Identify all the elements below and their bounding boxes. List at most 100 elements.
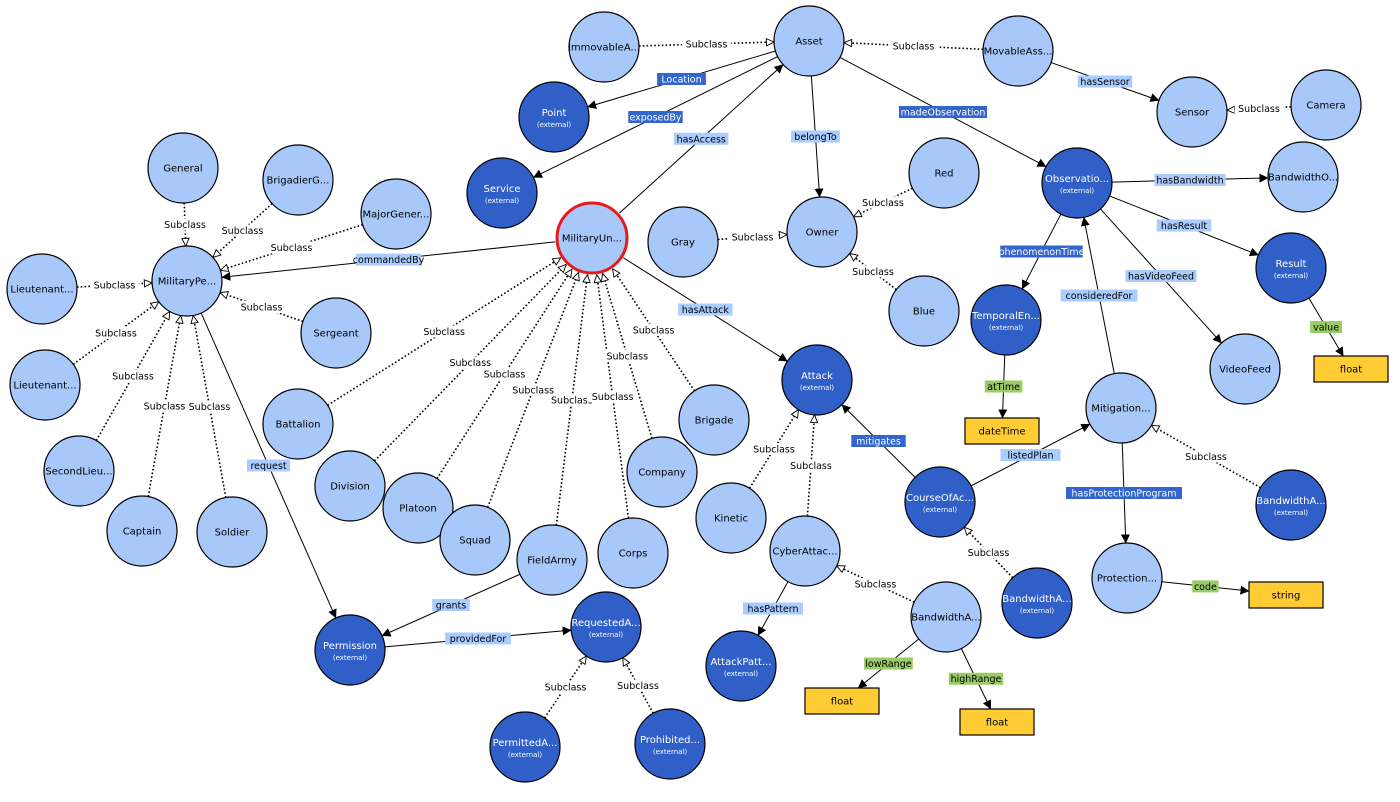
node-course[interactable]: CourseOfAc...(external) [904,466,976,538]
edge-label-asset-to-service[interactable]: exposedBy [628,111,683,124]
node-brigade[interactable]: Brigade [678,384,750,456]
edge-label-platoon-to-military-unit[interactable]: Subclass [480,367,529,381]
edge-label-movable-to-asset[interactable]: Subclass [889,40,938,53]
node-company[interactable]: Company [626,436,698,508]
node-lieutenant2[interactable]: Lieutenant... [9,349,81,421]
node-camera[interactable]: Camera [1290,69,1362,141]
node-requested[interactable]: RequestedA...(external) [570,591,642,663]
edge-label-course-to-mitigation[interactable]: listedPlan [1000,449,1061,462]
node-platoon[interactable]: Platoon [382,472,454,544]
edge-label-movable-to-sensor[interactable]: hasSensor [1077,75,1133,89]
node-attack-pattern[interactable]: AttackPatt...(external) [705,630,777,702]
edge-label-military-unit-to-military-person[interactable]: commandedBy [353,253,425,267]
edge-label-captain-to-military-person[interactable]: Subclass [140,400,189,413]
edge-label-division-to-military-unit[interactable]: Subclass [445,356,495,370]
node-lit-datetime[interactable]: dateTime [964,417,1040,445]
edge-label-observation-to-temporal[interactable]: phenomenonTime [999,245,1085,259]
edge-label-permitted-to-requested[interactable]: Subclass [541,681,590,694]
node-mitigation[interactable]: Mitigation... [1085,372,1157,444]
edge-label-temporal-to-lit-datetime[interactable]: atTime [984,380,1023,393]
edge-label-cyber-to-attack[interactable]: Subclass [786,459,836,473]
edge-label-bandwidth-a-to-lit-float-low[interactable]: lowRange [864,657,913,670]
node-bandwidth-a-ext[interactable]: BandwidthA...(external) [1255,469,1327,541]
node-point[interactable]: Point(external) [518,81,590,153]
edge-label-brigadier-to-military-person[interactable]: Subclass [218,224,267,238]
node-videofeed[interactable]: VideoFeed [1209,333,1281,405]
edge-label-mitigation-to-observation[interactable]: consideredFor [1060,289,1138,303]
node-lit-string[interactable]: string [1248,581,1324,609]
node-prohibited[interactable]: Prohibited...(external) [634,708,706,780]
node-soldier[interactable]: Soldier [196,496,268,568]
node-division[interactable]: Division [314,450,386,522]
node-lieutenant1[interactable]: Lieutenant... [6,253,78,325]
edge-red-to-owner[interactable] [854,187,913,218]
edge-sergeant-to-military-person[interactable] [220,293,304,323]
edge-label-red-to-owner[interactable]: Subclass [858,196,908,210]
node-corps[interactable]: Corps [597,517,669,589]
edge-label-observation-to-result[interactable]: hasResult [1156,219,1212,233]
edge-label-immovable-to-asset[interactable]: Subclass [682,38,731,51]
edge-label-squad-to-military-unit[interactable]: Subclass [508,383,558,397]
node-military-unit[interactable]: MilitaryUn... [555,201,629,275]
node-result[interactable]: Result(external) [1255,232,1327,304]
edge-label-general-to-military-person[interactable]: Subclass [160,218,210,232]
edge-label-blue-to-owner[interactable]: Subclass [848,265,898,279]
node-red[interactable]: Red [908,137,980,209]
node-squad[interactable]: Squad [439,504,511,576]
node-bandwidth-a[interactable]: BandwidthA... [910,581,982,653]
edge-label-bandwidth-a-ext2-to-course[interactable]: Subclass [964,546,1013,560]
edge-label-battalion-to-military-unit[interactable]: Subclass [419,325,469,339]
edge-label-second-lieu-to-military-person[interactable]: Subclass [108,370,158,383]
node-owner[interactable]: Owner [786,196,858,268]
node-captain[interactable]: Captain [106,495,178,567]
edge-label-company-to-military-unit[interactable]: Subclass [602,349,652,363]
node-attack[interactable]: Attack(external) [781,344,853,416]
node-lit-float-low[interactable]: float [804,687,880,715]
node-permission[interactable]: Permission(external) [314,614,386,686]
edge-label-observation-to-videofeed[interactable]: hasVideoFeed [1125,270,1197,283]
edge-label-prohibited-to-requested[interactable]: Subclass [613,679,663,693]
edge-label-sergeant-to-military-person[interactable]: Subclass [237,301,286,314]
edge-label-major-general-to-military-person[interactable]: Subclass [267,241,316,255]
node-battalion[interactable]: Battalion [262,388,334,460]
node-movable[interactable]: MovableAss... [982,15,1054,87]
edge-label-camera-to-sensor[interactable]: Subclass [1234,102,1284,116]
node-second-lieu[interactable]: SecondLieu... [43,435,115,507]
edge-label-kinetic-to-attack[interactable]: Subclass [749,443,799,456]
edge-label-lieutenant2-to-military-person[interactable]: Subclass [91,327,141,340]
node-gray[interactable]: Gray [647,206,719,278]
edge-label-observation-to-bandwidth-o[interactable]: hasBandwidth [1154,174,1226,187]
edge-label-field-army-to-permission[interactable]: grants [432,599,470,612]
edge-label-course-to-attack[interactable]: mitigates [851,435,906,448]
edge-label-military-unit-to-asset[interactable]: hasAccess [674,132,729,146]
node-lit-float-result[interactable]: float [1313,355,1389,383]
edge-lieutenant2-to-military-person[interactable] [72,301,159,365]
edge-label-cyber-to-attack-pattern[interactable]: hasPattern [743,602,803,616]
node-observation[interactable]: Observatio...(external) [1041,147,1113,219]
node-major-general[interactable]: MajorGener... [360,178,432,250]
edge-label-result-to-lit-float-result[interactable]: value [1310,321,1343,334]
node-cyber[interactable]: CyberAttac... [769,515,841,587]
edge-label-asset-to-point[interactable]: Location [657,73,706,86]
node-blue[interactable]: Blue [888,275,960,347]
node-brigadier[interactable]: BrigadierG... [262,144,334,216]
node-kinetic[interactable]: Kinetic [695,482,767,554]
node-lit-float-high[interactable]: float [959,708,1035,736]
edge-label-soldier-to-military-person[interactable]: Subclass [185,400,234,414]
edge-label-brigade-to-military-unit[interactable]: Subclass [629,323,678,337]
edge-label-bandwidth-a-to-cyber[interactable]: Subclass [851,578,900,591]
edge-label-gray-to-owner[interactable]: Subclass [728,231,777,244]
edge-label-bandwidth-a-to-lit-float-high[interactable]: highRange [948,672,1004,686]
edge-lieutenant1-to-military-person[interactable] [76,283,152,288]
node-field-army[interactable]: FieldArmy [516,524,588,596]
edge-label-protection-to-lit-string[interactable]: code [1192,580,1219,593]
node-bandwidth-a-ext2[interactable]: BandwidthA...(external) [1001,567,1073,639]
edge-label-bandwidth-a-ext-to-mitigation[interactable]: Subclass [1181,450,1231,464]
node-military-person[interactable]: MilitaryPe... [151,245,223,317]
edge-label-lieutenant1-to-military-person[interactable]: Subclass [90,279,139,292]
edge-label-field-army-to-military-unit[interactable]: Subclass [547,393,597,407]
edge-label-permission-to-requested[interactable]: providedFor [445,632,511,646]
node-immovable[interactable]: ImmovableA... [568,11,640,83]
node-temporal[interactable]: TemporalEn...(external) [970,284,1042,356]
